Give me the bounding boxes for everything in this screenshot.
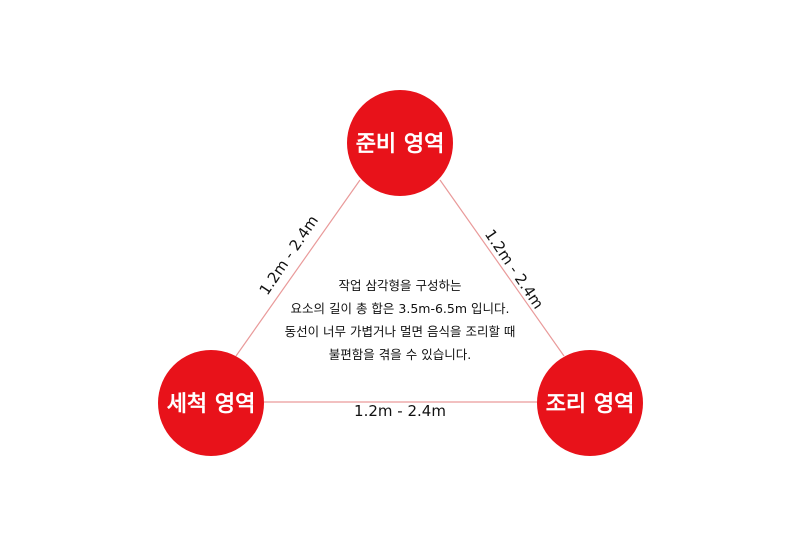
zone-wash: 세척 영역 bbox=[158, 350, 264, 456]
edge-prep-cook-label: 1.2m - 2.4m bbox=[481, 226, 547, 312]
zone-cook-label: 조리 영역 bbox=[546, 392, 635, 417]
note-line: 불편함을 겪을 수 있습니다. bbox=[329, 347, 471, 362]
edge-wash-cook-label: 1.2m - 2.4m bbox=[354, 402, 446, 420]
edge-prep-wash bbox=[235, 179, 361, 357]
edge-prep-wash-label: 1.2m - 2.4m bbox=[256, 212, 322, 298]
note-line: 요소의 길이 총 합은 3.5m-6.5m 입니다. bbox=[291, 301, 510, 316]
note-line: 동선이 너무 가볍거나 멀면 음식을 조리할 때 bbox=[285, 324, 516, 339]
note-text: 작업 삼각형을 구성하는 요소의 길이 총 합은 3.5m-6.5m 입니다. … bbox=[285, 278, 516, 362]
note-line: 작업 삼각형을 구성하는 bbox=[339, 278, 462, 293]
zone-prep: 준비 영역 bbox=[347, 90, 453, 196]
zone-cook: 조리 영역 bbox=[537, 350, 643, 456]
zone-wash-label: 세척 영역 bbox=[167, 392, 256, 417]
edge-prep-cook bbox=[439, 179, 565, 357]
zone-prep-label: 준비 영역 bbox=[356, 132, 445, 157]
